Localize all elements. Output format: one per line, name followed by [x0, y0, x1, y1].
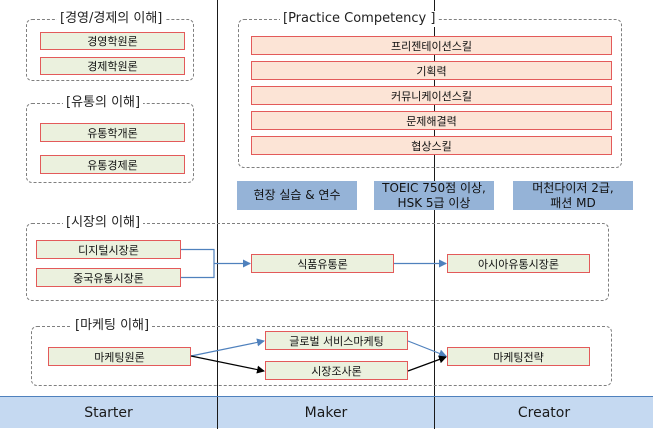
stage-starter: Starter	[84, 405, 133, 421]
course-global-service-marketing: 글로벌 서비스마케팅	[265, 331, 408, 350]
footer-divider-1	[217, 397, 218, 429]
group-distribution-title: [유통의 이해]	[63, 95, 144, 111]
course-marketing-principles: 마케팅원론	[48, 347, 191, 366]
course-economics: 경제학원론	[40, 57, 185, 75]
divider-starter-maker	[217, 0, 218, 396]
competency-presentation: 프리젠테이션스킬	[251, 36, 612, 55]
activity-language-certification: TOEIC 750점 이상, HSK 5급 이상	[374, 181, 494, 210]
course-distribution-intro: 유통학개론	[40, 123, 185, 142]
marketing-arrow-to-global-service	[190, 338, 265, 357]
activity-internship: 현장 실습 & 연수	[237, 181, 357, 210]
course-distribution-economics: 유통경제론	[40, 155, 185, 174]
activity-language-line2: HSK 5급 이상	[397, 195, 471, 210]
group-marketing	[31, 326, 612, 386]
practice-competency-title: [Practice Competency ]	[280, 11, 439, 27]
activity-cert-line1: 머천다이저 2급,	[532, 180, 614, 195]
course-china-distribution-market: 중국유통시장론	[36, 268, 181, 287]
group-management-economics-title: [경영/경제의 이해]	[57, 11, 166, 27]
competency-negotiation: 협상스킬	[251, 136, 612, 155]
activity-internship-label: 현장 실습 & 연수	[253, 188, 341, 202]
course-asia-distribution-market: 아시아유통시장론	[447, 254, 590, 273]
competency-problem-solving: 문제해결력	[251, 111, 612, 130]
marketing-arrow-research-to-strategy	[407, 355, 447, 372]
stage-creator: Creator	[517, 405, 571, 421]
activity-language-line1: TOEIC 750점 이상,	[382, 180, 486, 195]
course-digital-market: 디지털시장론	[36, 240, 181, 259]
group-market-title: [시장의 이해]	[63, 215, 144, 231]
course-business-administration: 경영학원론	[40, 32, 185, 50]
competency-planning: 기획력	[251, 61, 612, 80]
course-market-research: 시장조사론	[265, 361, 408, 380]
footer-divider-2	[434, 397, 435, 429]
market-bracket-line	[181, 248, 215, 279]
activity-cert-line2: 패션 MD	[550, 195, 596, 210]
group-market	[26, 223, 609, 301]
stage-footer: Starter Maker Creator	[0, 396, 653, 429]
course-food-distribution: 식품유통론	[251, 254, 394, 273]
marketing-arrow-global-to-strategy	[407, 340, 447, 358]
group-marketing-title: [마케팅 이해]	[72, 318, 153, 334]
stage-maker: Maker	[304, 405, 348, 421]
competency-communication: 커뮤니케이션스킬	[251, 86, 612, 105]
marketing-arrow-to-market-research	[190, 355, 265, 374]
activity-merchandiser-certification: 머천다이저 2급, 패션 MD	[513, 181, 633, 210]
course-marketing-strategy: 마케팅전략	[447, 347, 590, 366]
